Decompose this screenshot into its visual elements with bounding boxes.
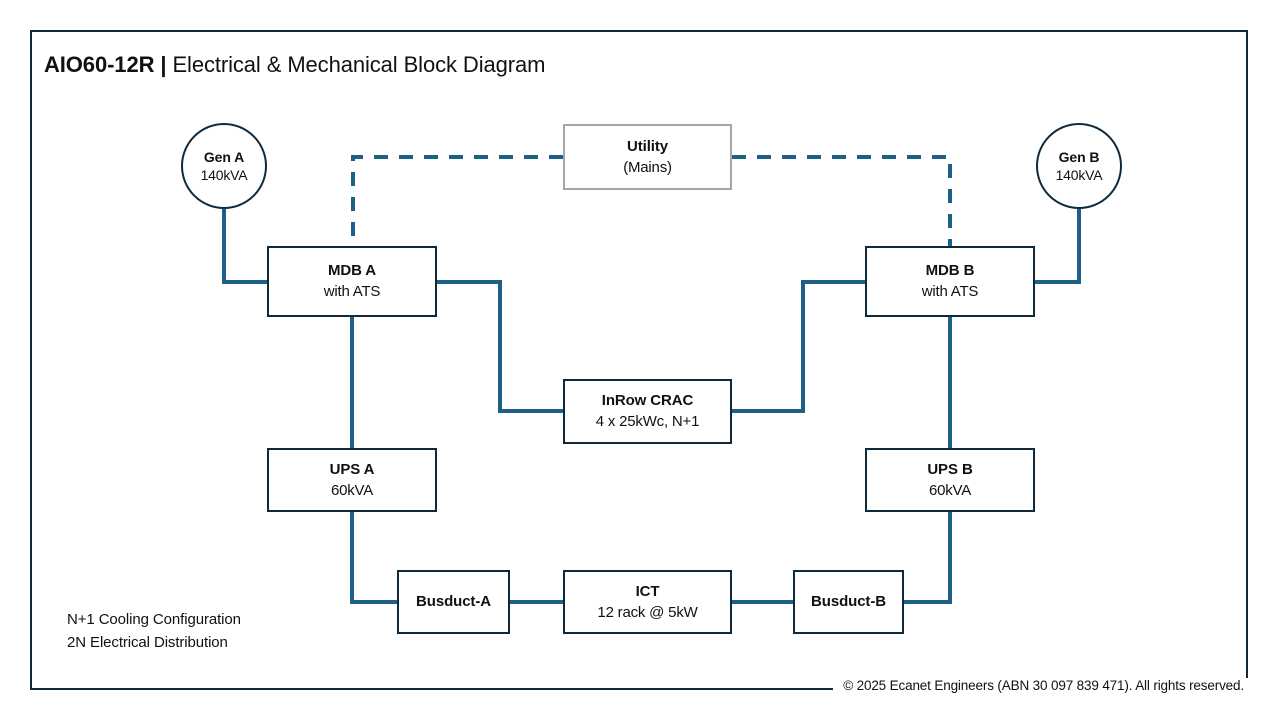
node-inrow-crac[interactable]: InRow CRAC 4 x 25kWc, N+1 [563,379,732,444]
node-inrow-crac-title: InRow CRAC [601,392,694,409]
node-ups-a-sub: 60kVA [330,481,374,499]
node-ups-b-title: UPS B [927,460,973,478]
node-gen-a-sub: 140kVA [200,166,248,183]
node-ups-a[interactable]: UPS A 60kVA [267,448,437,512]
page-title-code: AIO60-12R [44,52,155,77]
footer-copyright: © 2025 Ecanet Engineers (ABN 30 097 839 … [833,678,1250,693]
node-mdb-a-sub: with ATS [323,283,381,300]
page-title: AIO60-12R | Electrical & Mechanical Bloc… [44,52,545,78]
node-ict-title: ICT [635,582,660,600]
diagram-frame [30,30,1248,690]
node-mdb-b-title: MDB B [925,262,975,279]
node-gen-b-sub: 140kVA [1055,166,1103,183]
configuration-note-line-2: 2N Electrical Distribution [67,634,228,651]
node-busduct-b-title: Busduct-B [811,593,886,610]
node-ups-b-sub: 60kVA [928,481,972,499]
configuration-note-line-1: N+1 Cooling Configuration [67,611,241,628]
node-busduct-a-title: Busduct-A [416,593,491,610]
node-busduct-a[interactable]: Busduct-A [397,570,510,634]
node-ict[interactable]: ICT 12 rack @ 5kW [563,570,732,634]
page-title-separator: | [160,52,167,77]
node-mdb-b-sub: with ATS [921,283,979,300]
node-inrow-crac-sub: 4 x 25kWc, N+1 [595,413,700,430]
node-ict-sub: 12 rack @ 5kW [597,603,698,621]
node-gen-b-title: Gen B [1058,148,1100,165]
node-utility-title: Utility [627,137,668,155]
node-gen-b[interactable]: Gen B 140kVA [1036,123,1122,209]
node-gen-a-title: Gen A [203,148,245,165]
node-busduct-b[interactable]: Busduct-B [793,570,904,634]
node-utility-sub: (Mains) [623,158,672,176]
node-ups-a-title: UPS A [329,460,375,478]
configuration-notes: N+1 Cooling Configuration 2N Electrical … [67,608,241,654]
node-mdb-a[interactable]: MDB A with ATS [267,246,437,317]
node-ups-b[interactable]: UPS B 60kVA [865,448,1035,512]
node-mdb-b[interactable]: MDB B with ATS [865,246,1035,317]
node-mdb-a-title: MDB A [327,262,377,279]
page-title-subtitle: Electrical & Mechanical Block Diagram [172,52,546,77]
node-gen-a[interactable]: Gen A 140kVA [181,123,267,209]
node-utility[interactable]: Utility (Mains) [563,124,732,190]
